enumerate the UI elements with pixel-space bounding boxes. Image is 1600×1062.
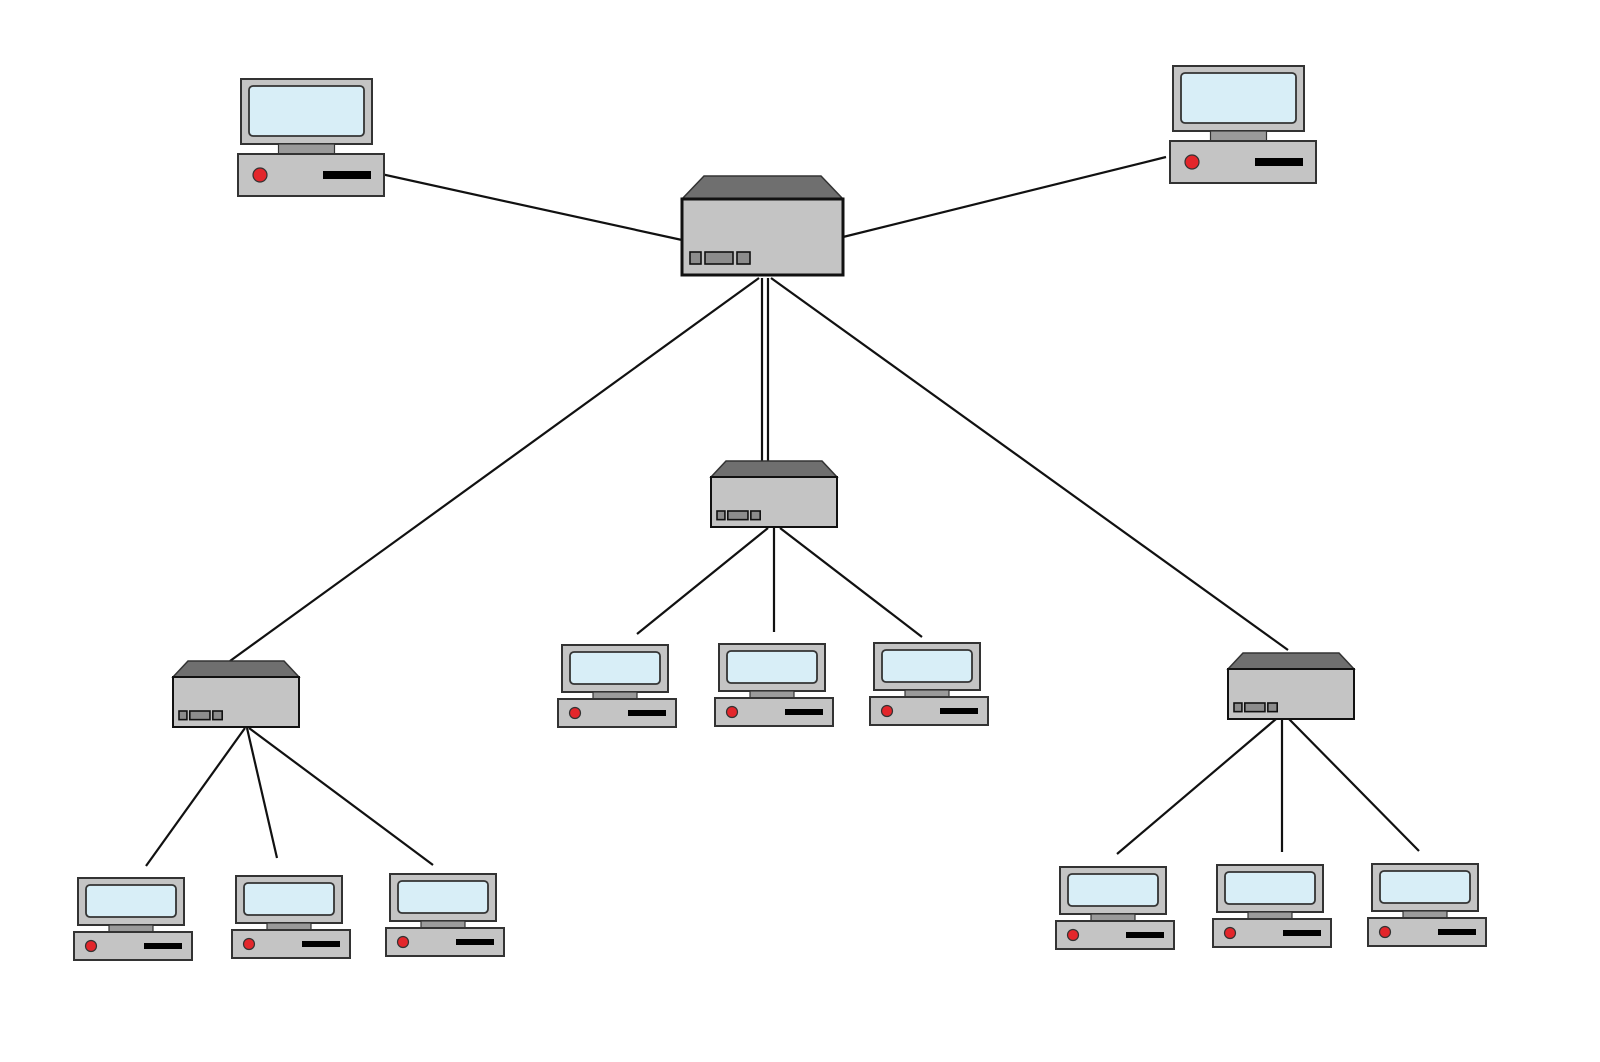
link-hub-center-to-pc-center-3 <box>779 527 923 638</box>
monitor-stand <box>266 922 312 931</box>
link-hub-root-to-hub-center <box>760 278 770 461</box>
link-hub-center-to-pc-center-1 <box>636 527 769 635</box>
power-led-icon <box>568 706 582 720</box>
link-hub-right-to-pc-right-1 <box>1116 718 1277 855</box>
hub-port <box>689 251 702 265</box>
drive-slot <box>1438 929 1476 935</box>
desktop-computer-icon <box>1169 65 1317 184</box>
monitor-stand <box>1090 913 1136 922</box>
hub-port <box>1233 702 1243 713</box>
desktop-computer-icon <box>1055 866 1175 950</box>
monitor-stand <box>1402 910 1448 919</box>
power-led-icon <box>880 704 894 718</box>
power-led-icon <box>396 935 410 949</box>
drive-slot <box>456 939 494 945</box>
power-led-icon <box>725 705 739 719</box>
drive-slot <box>144 943 182 949</box>
monitor-screen <box>1067 873 1159 907</box>
power-led-icon <box>252 167 268 183</box>
links-layer <box>145 155 1420 867</box>
power-led-icon <box>1184 154 1200 170</box>
power-led-icon <box>84 939 98 953</box>
monitor-stand <box>420 920 466 929</box>
power-led-icon <box>1066 928 1080 942</box>
monitor-screen <box>248 85 365 137</box>
drive-slot <box>323 171 371 179</box>
monitor-screen <box>726 650 818 684</box>
link-hub-right-to-pc-right-3 <box>1288 718 1420 852</box>
monitor-stand <box>904 689 950 698</box>
power-led-icon <box>1378 925 1392 939</box>
monitor-screen <box>85 884 177 918</box>
hub-port <box>736 251 751 265</box>
hub-port <box>1267 702 1278 713</box>
hub-port <box>188 710 211 721</box>
link-hub-root-to-hub-right <box>770 277 1289 651</box>
power-led-icon <box>1223 926 1237 940</box>
drive-slot <box>1126 932 1164 938</box>
hub-port <box>1243 702 1266 713</box>
link-hub-root-to-hub-left <box>229 277 760 662</box>
desktop-computer-icon <box>1367 863 1487 947</box>
drive-slot <box>1283 930 1321 936</box>
network-hub-icon <box>709 460 839 528</box>
desktop-computer-icon <box>557 644 677 728</box>
desktop-computer-icon <box>231 875 351 959</box>
link-hub-left-to-pc-left-1 <box>145 727 246 867</box>
desktop-computer-icon <box>869 642 989 726</box>
network-hub-icon <box>171 660 301 728</box>
monitor-screen <box>397 880 489 914</box>
hub-port <box>750 510 761 521</box>
monitor-screen <box>1180 72 1297 124</box>
monitor-stand <box>1209 130 1268 142</box>
monitor-screen <box>1224 871 1316 905</box>
monitor-stand <box>277 143 336 155</box>
link-hub-left-to-pc-left-2 <box>245 727 279 859</box>
hub-port <box>178 710 188 721</box>
nodes-layer <box>73 65 1487 961</box>
desktop-computer-icon <box>237 78 385 197</box>
monitor-screen <box>243 882 335 916</box>
monitor-stand <box>592 691 638 700</box>
hub-port <box>716 510 726 521</box>
desktop-computer-icon <box>1212 864 1332 948</box>
desktop-computer-icon <box>714 643 834 727</box>
drive-slot <box>302 941 340 947</box>
network-hub-icon <box>680 175 845 277</box>
hub-port <box>726 510 749 521</box>
monitor-stand <box>108 924 154 933</box>
drive-slot <box>785 709 823 715</box>
link-hub-root-to-pc-top-right <box>842 155 1167 239</box>
hub-top <box>171 660 301 678</box>
hub-port <box>704 251 734 265</box>
drive-slot <box>1255 158 1303 166</box>
monitor-stand <box>749 690 795 699</box>
hub-top <box>1226 652 1356 670</box>
hub-top <box>680 175 845 200</box>
link-hub-left-to-pc-left-3 <box>248 727 434 866</box>
hub-port <box>212 710 223 721</box>
monitor-stand <box>1247 911 1293 920</box>
hub-top <box>709 460 839 478</box>
drive-slot <box>940 708 978 714</box>
network-hub-icon <box>1226 652 1356 720</box>
monitor-screen <box>1379 870 1471 904</box>
drive-slot <box>628 710 666 716</box>
monitor-screen <box>881 649 973 683</box>
monitor-screen <box>569 651 661 685</box>
desktop-computer-icon <box>385 873 505 957</box>
power-led-icon <box>242 937 256 951</box>
link-hub-root-to-pc-top-left <box>380 172 683 242</box>
desktop-computer-icon <box>73 877 193 961</box>
